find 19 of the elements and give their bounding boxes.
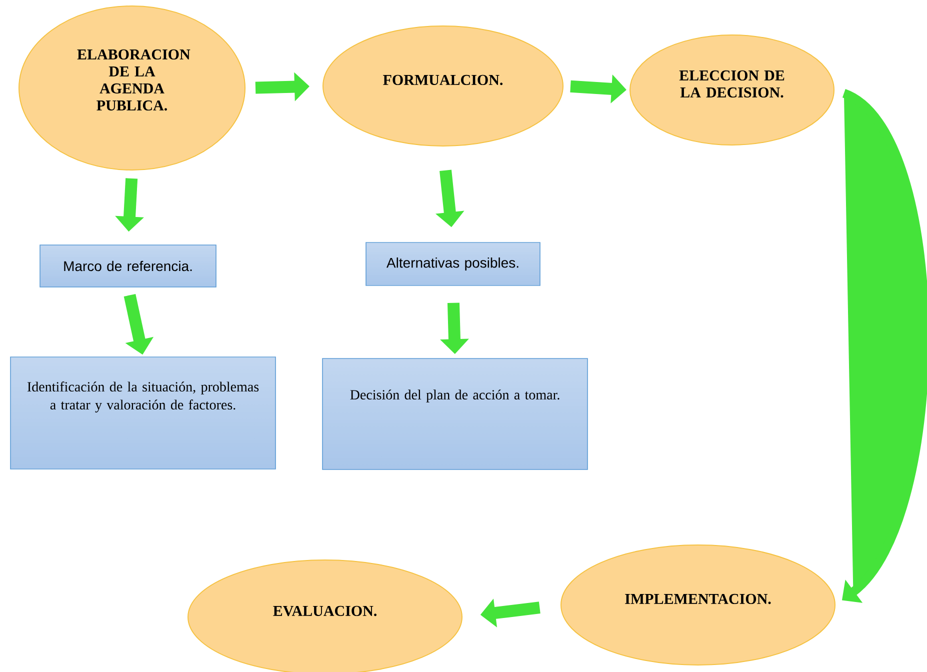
node-label: FORMUALCION.	[383, 74, 503, 86]
node-label: EVALUACION.	[273, 606, 377, 616]
node-label: Decisión del plan de acción a tomar.	[350, 390, 560, 402]
node-label: Marco de referencia.	[64, 260, 192, 272]
ellipse-node	[322, 26, 564, 146]
node-label: ELABORACION DE LA AGENDA PUBLICA.	[77, 49, 190, 111]
node-label: IMPLEMENTACION.	[625, 594, 771, 604]
node-label: Identificación de la situación, problemas a tratar y valoración de factores.	[27, 382, 259, 412]
ellipse-node	[18, 6, 246, 170]
node-label: ELECCION DE LA DECISION.	[679, 70, 784, 98]
node-label: Alternativas posibles.	[386, 257, 518, 271]
process-box	[366, 242, 540, 286]
ellipse-node	[188, 560, 462, 672]
arrow	[841, 90, 927, 603]
process-box	[322, 358, 588, 470]
ellipse-node	[560, 544, 836, 666]
process-box	[40, 244, 216, 288]
ellipse-node	[630, 34, 834, 146]
process-box	[10, 356, 276, 470]
